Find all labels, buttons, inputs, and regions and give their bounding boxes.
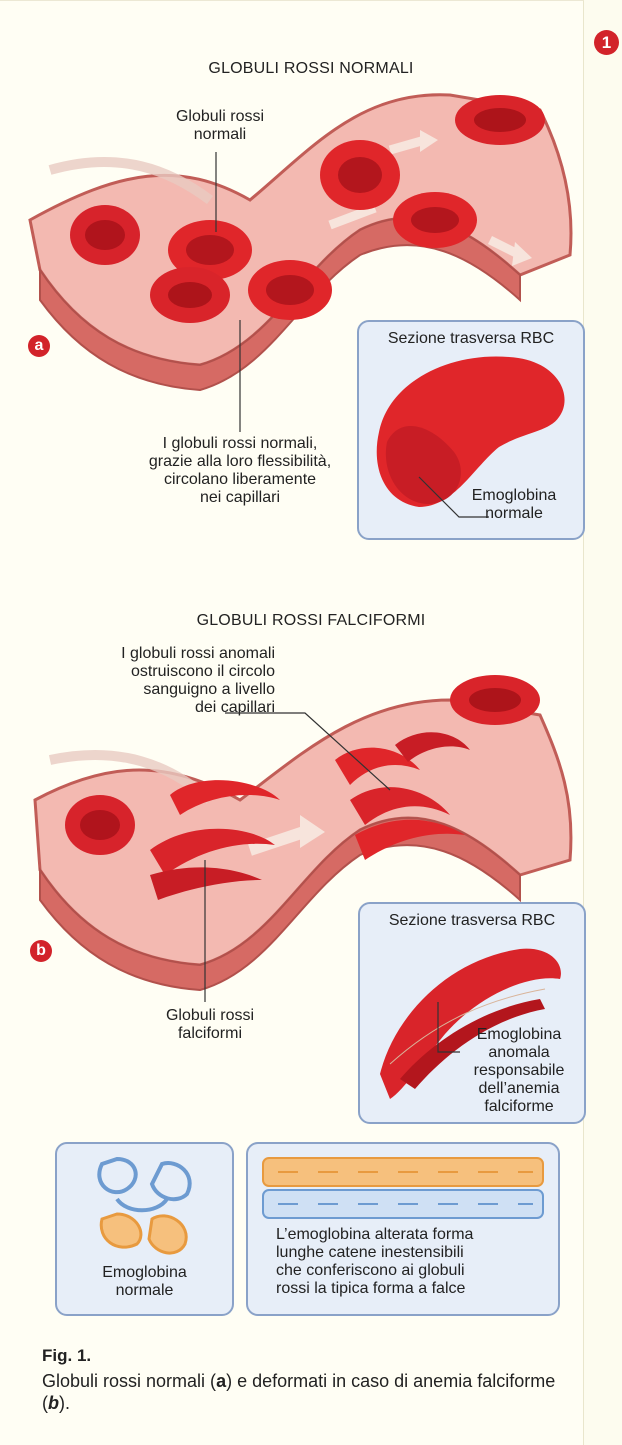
caption-text: Globuli rossi normali (a) e deformati in… [42, 1370, 582, 1414]
caption-heading: Fig. 1. [42, 1346, 91, 1366]
